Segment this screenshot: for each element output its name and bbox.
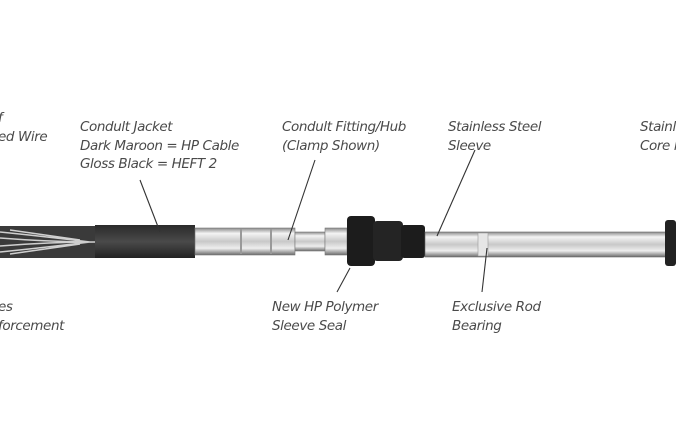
label-line: Dark Maroon = HP Cable <box>80 137 239 154</box>
conduit-jacket <box>95 225 195 258</box>
label-line: f <box>0 109 47 128</box>
label-line: (Clamp Shown) <box>282 137 380 154</box>
label-line: ed Wire <box>0 128 48 145</box>
label-stainless-sleeve: Stainless Steel Sleeve <box>448 118 541 155</box>
conduit-fitting <box>194 227 296 256</box>
stainless-steel-sleeve <box>424 231 671 258</box>
label-line: Sleeve <box>448 137 491 154</box>
stainless-core-end <box>665 220 676 266</box>
label-conduit-fitting: Condult Fitting/Hub (Clamp Shown) <box>282 118 406 155</box>
label-stainless-core: Stainl Core l <box>640 118 676 155</box>
label-rod-bearing: Exclusive Rod Bearing <box>452 298 541 335</box>
label-line: forcement <box>0 317 64 334</box>
label-line: New HP Polymer <box>272 299 378 315</box>
label-line: Bearing <box>452 317 502 334</box>
leader-lines <box>139 149 488 293</box>
label-line: Core l <box>640 137 676 154</box>
label-line: Stainl <box>640 119 676 135</box>
polymer-sleeve-seal <box>347 216 425 266</box>
label-line: Condult Fitting/Hub <box>282 119 406 135</box>
label-conduit-jacket: Condult Jacket Dark Maroon = HP Cable Gl… <box>80 118 239 174</box>
label-polymer-seal: New HP Polymer Sleeve Seal <box>272 298 378 335</box>
label-line: es <box>0 299 13 315</box>
label-line: Exclusive Rod <box>452 299 541 315</box>
label-line: Gloss Black = HEFT 2 <box>80 156 217 172</box>
label-reinforcement: es forcement <box>0 298 64 335</box>
braided-wire-section <box>0 226 110 258</box>
label-line: Sleeve Seal <box>272 317 347 334</box>
label-line: Condult Jacket <box>80 119 173 135</box>
label-braided-wire: f ed Wire <box>0 109 48 146</box>
rod-bearing <box>477 232 489 257</box>
label-line: Stainless Steel <box>448 119 542 135</box>
